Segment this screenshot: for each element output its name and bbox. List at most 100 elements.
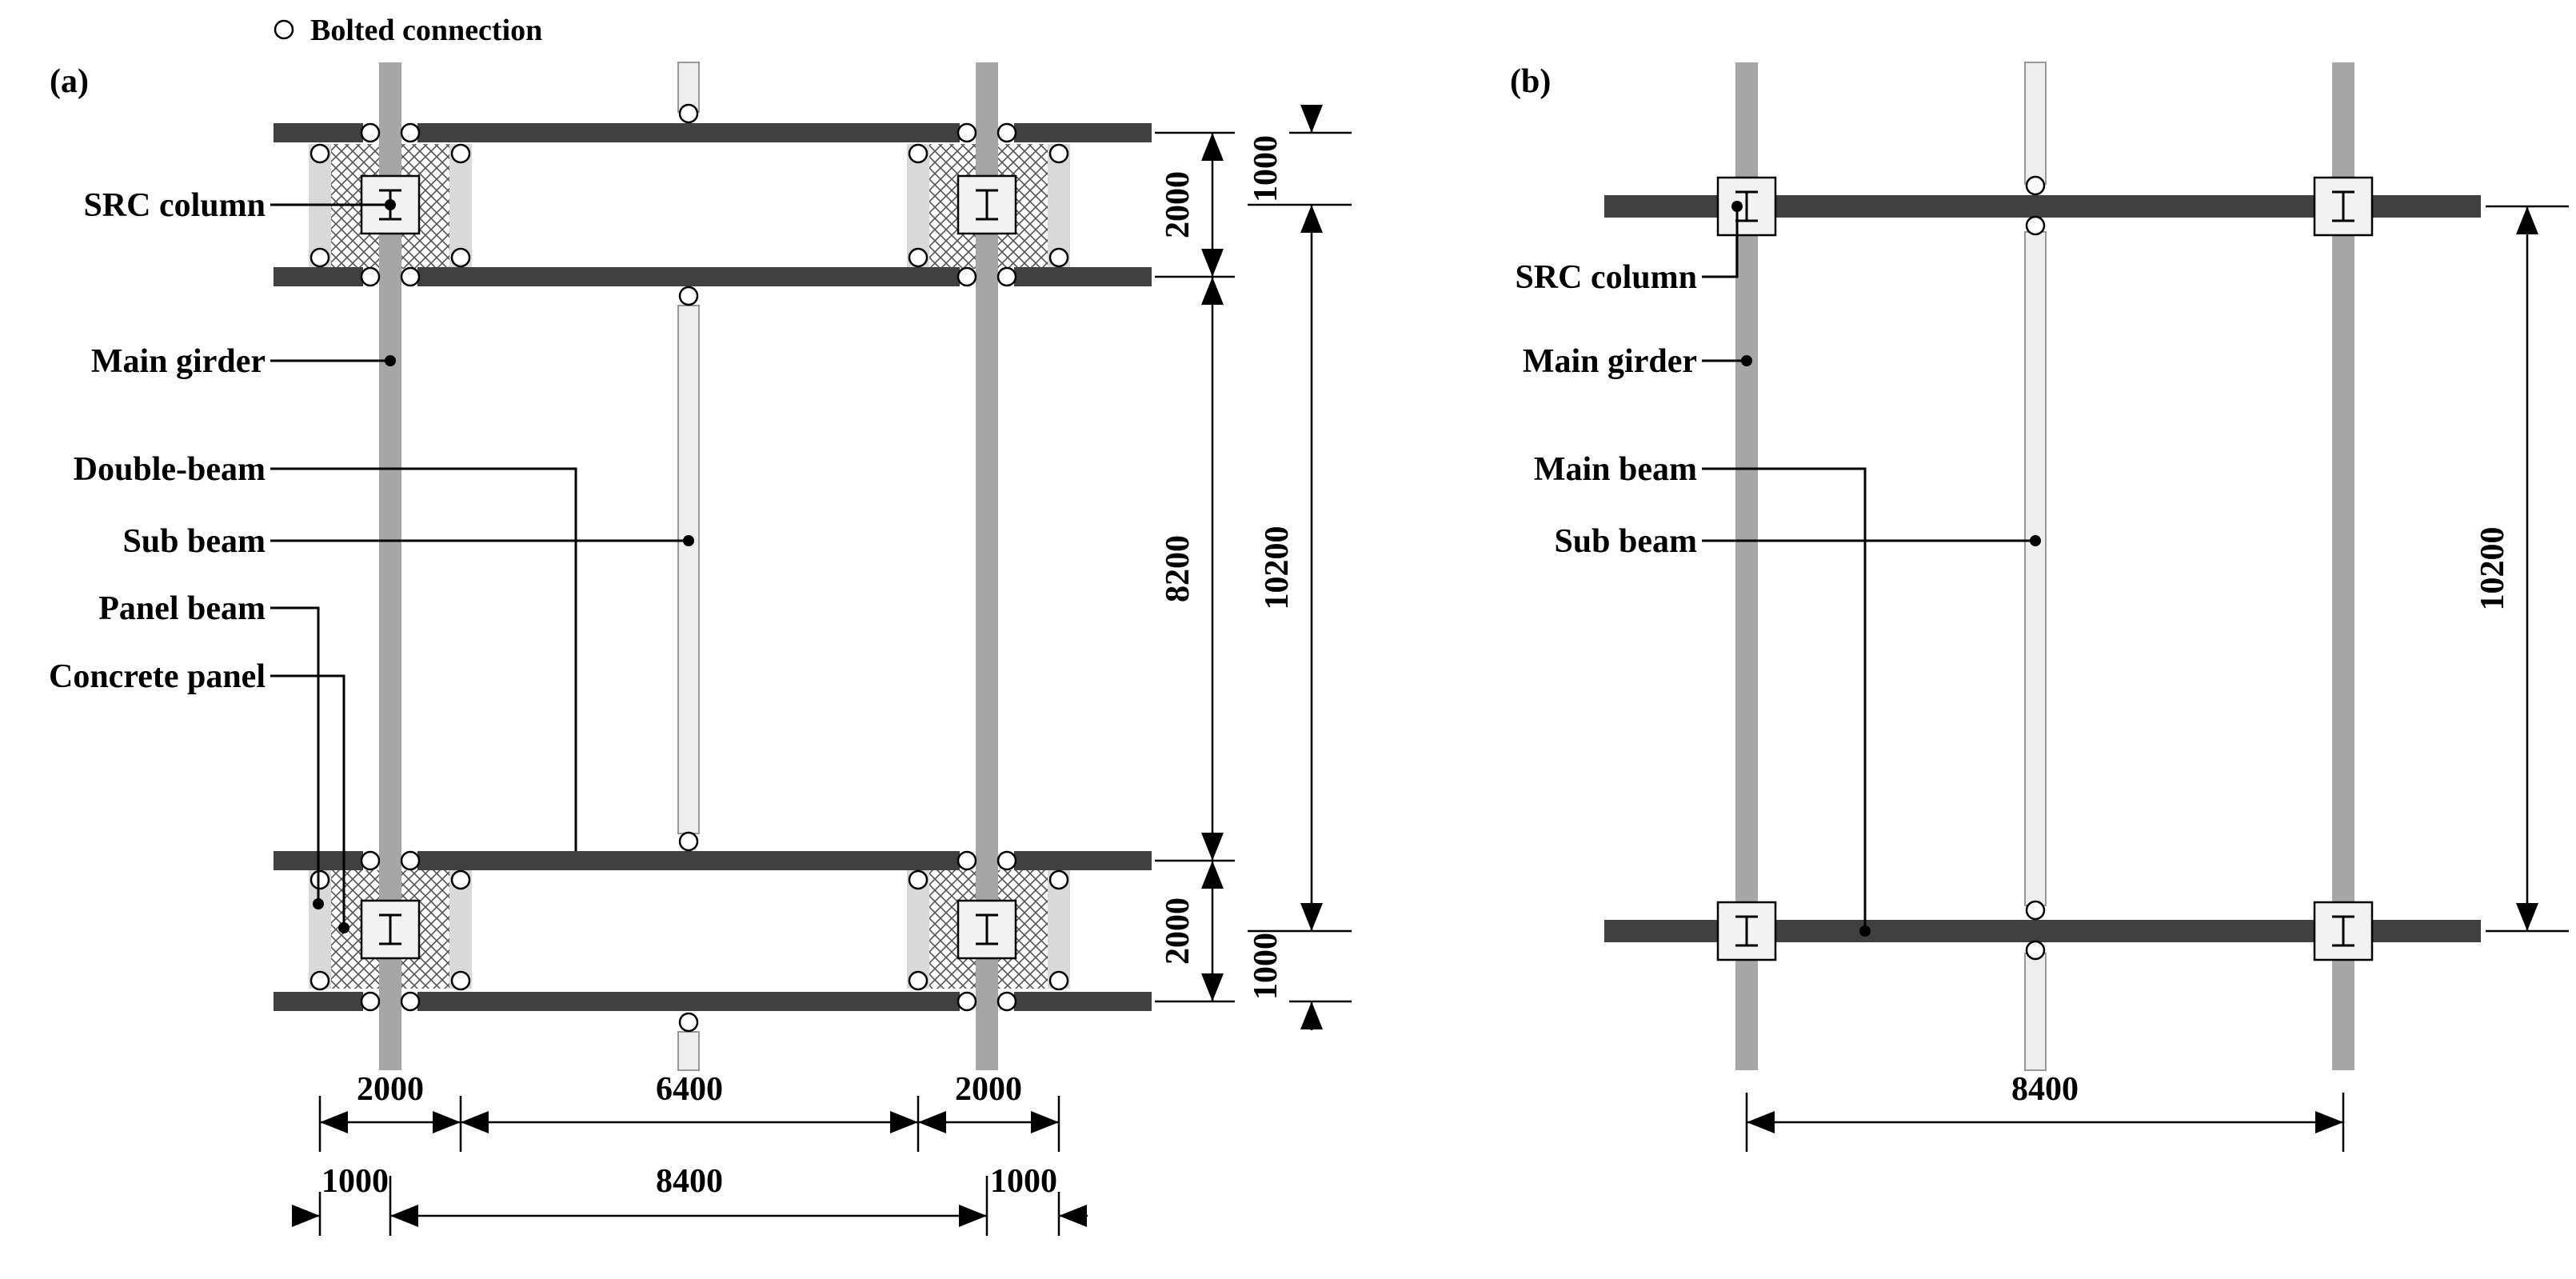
dim-b-right-10200: 10200 bbox=[2474, 527, 2511, 611]
bolted-connection bbox=[1048, 869, 1069, 890]
double-beam bbox=[417, 851, 960, 870]
bolted-connection bbox=[450, 869, 471, 890]
bolted-connection bbox=[400, 266, 421, 287]
dimension-lines-right-a bbox=[1155, 105, 1352, 1030]
panel-a-label: (a) bbox=[50, 63, 89, 100]
src-column bbox=[2313, 176, 2374, 237]
panel-beams-a bbox=[309, 144, 1070, 989]
bolted-connection bbox=[1048, 143, 1069, 164]
callout-panel-beam-a: Panel beam bbox=[98, 590, 266, 627]
double-beam bbox=[417, 267, 960, 286]
src-column bbox=[2313, 901, 2374, 961]
callout-dots-b bbox=[1731, 201, 2041, 937]
dim-a-bottom-1000-right: 1000 bbox=[990, 1163, 1057, 1200]
bolted-connection bbox=[360, 991, 381, 1012]
src-column bbox=[957, 899, 1017, 960]
sub-beam-b bbox=[2024, 62, 2047, 1071]
bolted-connection bbox=[957, 850, 977, 871]
bolted-connection bbox=[996, 122, 1017, 143]
src-column bbox=[957, 174, 1017, 235]
panel-b: (b) bbox=[1510, 62, 2569, 1152]
bolted-connection bbox=[400, 122, 421, 143]
bolted-connection bbox=[908, 869, 929, 890]
bolted-connection bbox=[450, 143, 471, 164]
dim-a-right-1000-top: 1000 bbox=[1248, 135, 1284, 202]
double-beam bbox=[274, 992, 363, 1011]
bolted-connection bbox=[360, 850, 381, 871]
bolted-connection bbox=[400, 850, 421, 871]
bolted-connection bbox=[957, 266, 977, 287]
bolted-connection bbox=[957, 991, 977, 1012]
bolted-connection bbox=[908, 143, 929, 164]
callouts-a bbox=[270, 203, 689, 928]
src-column bbox=[1716, 176, 1777, 237]
bolted-connection bbox=[1048, 247, 1069, 268]
bolted-connection bbox=[2025, 175, 2046, 196]
src-column bbox=[1716, 901, 1777, 961]
bolted-connection bbox=[310, 143, 330, 164]
bolted-connection bbox=[2025, 900, 2046, 921]
dim-a-right-2000-top: 2000 bbox=[1160, 171, 1196, 238]
double-beams-a bbox=[274, 123, 1152, 1011]
callout-sub-beam-b: Sub beam bbox=[1554, 523, 1697, 560]
callout-src-column-b: SRC column bbox=[1515, 259, 1697, 296]
bolted-connection bbox=[1048, 970, 1069, 991]
bolted-connection bbox=[678, 831, 699, 852]
src-column bbox=[360, 899, 421, 960]
panel-beam bbox=[449, 870, 472, 989]
double-beam bbox=[1014, 123, 1152, 142]
dim-a-right-10200: 10200 bbox=[1259, 526, 1296, 610]
bolted-connection bbox=[310, 970, 330, 991]
double-beam bbox=[1014, 992, 1152, 1011]
bolted-connection bbox=[360, 266, 381, 287]
callout-src-column-a: SRC column bbox=[83, 187, 266, 224]
bolted-connection bbox=[450, 247, 471, 268]
double-beam bbox=[417, 992, 960, 1011]
dim-a-bottom-6400: 6400 bbox=[656, 1071, 723, 1108]
callout-concrete-panel-a: Concrete panel bbox=[49, 658, 266, 695]
bolted-connection bbox=[678, 103, 699, 124]
bolted-connection bbox=[957, 122, 977, 143]
double-beam bbox=[1014, 851, 1152, 870]
callout-double-beam-a: Double-beam bbox=[74, 451, 266, 488]
dim-a-bottom-2000-right: 2000 bbox=[955, 1071, 1022, 1108]
bolted-connection bbox=[2025, 940, 2046, 961]
bolted-connection bbox=[360, 122, 381, 143]
dim-a-right-2000-bottom: 2000 bbox=[1160, 897, 1196, 965]
bolted-connection-icon bbox=[274, 19, 294, 40]
bolted-connection bbox=[908, 970, 929, 991]
panel-beam bbox=[907, 870, 929, 989]
dim-a-bottom-8400: 8400 bbox=[656, 1163, 723, 1200]
dim-a-right-8200: 8200 bbox=[1160, 535, 1196, 602]
dimension-lines-b bbox=[1745, 205, 2569, 1152]
bolted-connection bbox=[450, 970, 471, 991]
callout-sub-beam-a: Sub beam bbox=[122, 523, 266, 560]
bolted-connection bbox=[678, 1012, 699, 1033]
double-beam bbox=[274, 267, 363, 286]
dim-a-bottom-1000-left: 1000 bbox=[322, 1163, 389, 1200]
bolted-connection bbox=[400, 991, 421, 1012]
callout-main-girder-b: Main girder bbox=[1523, 343, 1697, 380]
dim-b-bottom-8400: 8400 bbox=[2011, 1071, 2079, 1108]
bolted-connection bbox=[908, 247, 929, 268]
bolted-connections-b bbox=[2025, 175, 2046, 961]
callout-main-beam-b: Main beam bbox=[1534, 451, 1697, 488]
callout-main-girder-a: Main girder bbox=[91, 343, 266, 380]
panel-beam bbox=[1048, 870, 1070, 989]
src-columns-b bbox=[1716, 176, 2374, 961]
panel-b-label: (b) bbox=[1510, 63, 1551, 100]
double-beam bbox=[1014, 267, 1152, 286]
bolted-connections-a bbox=[310, 103, 1069, 1033]
double-beam bbox=[417, 123, 960, 142]
legend-bolted-connection: Bolted connection bbox=[310, 14, 542, 47]
dim-a-bottom-2000-left: 2000 bbox=[357, 1071, 424, 1108]
bolted-connection bbox=[996, 266, 1017, 287]
dimension-lines-bottom-a bbox=[292, 1096, 1088, 1236]
bolted-connection bbox=[310, 247, 330, 268]
double-beam bbox=[274, 123, 363, 142]
bolted-connection bbox=[996, 850, 1017, 871]
bolted-connection bbox=[310, 869, 330, 890]
bolted-connection bbox=[2025, 215, 2046, 236]
panel-a: (a) bbox=[49, 62, 1352, 1236]
